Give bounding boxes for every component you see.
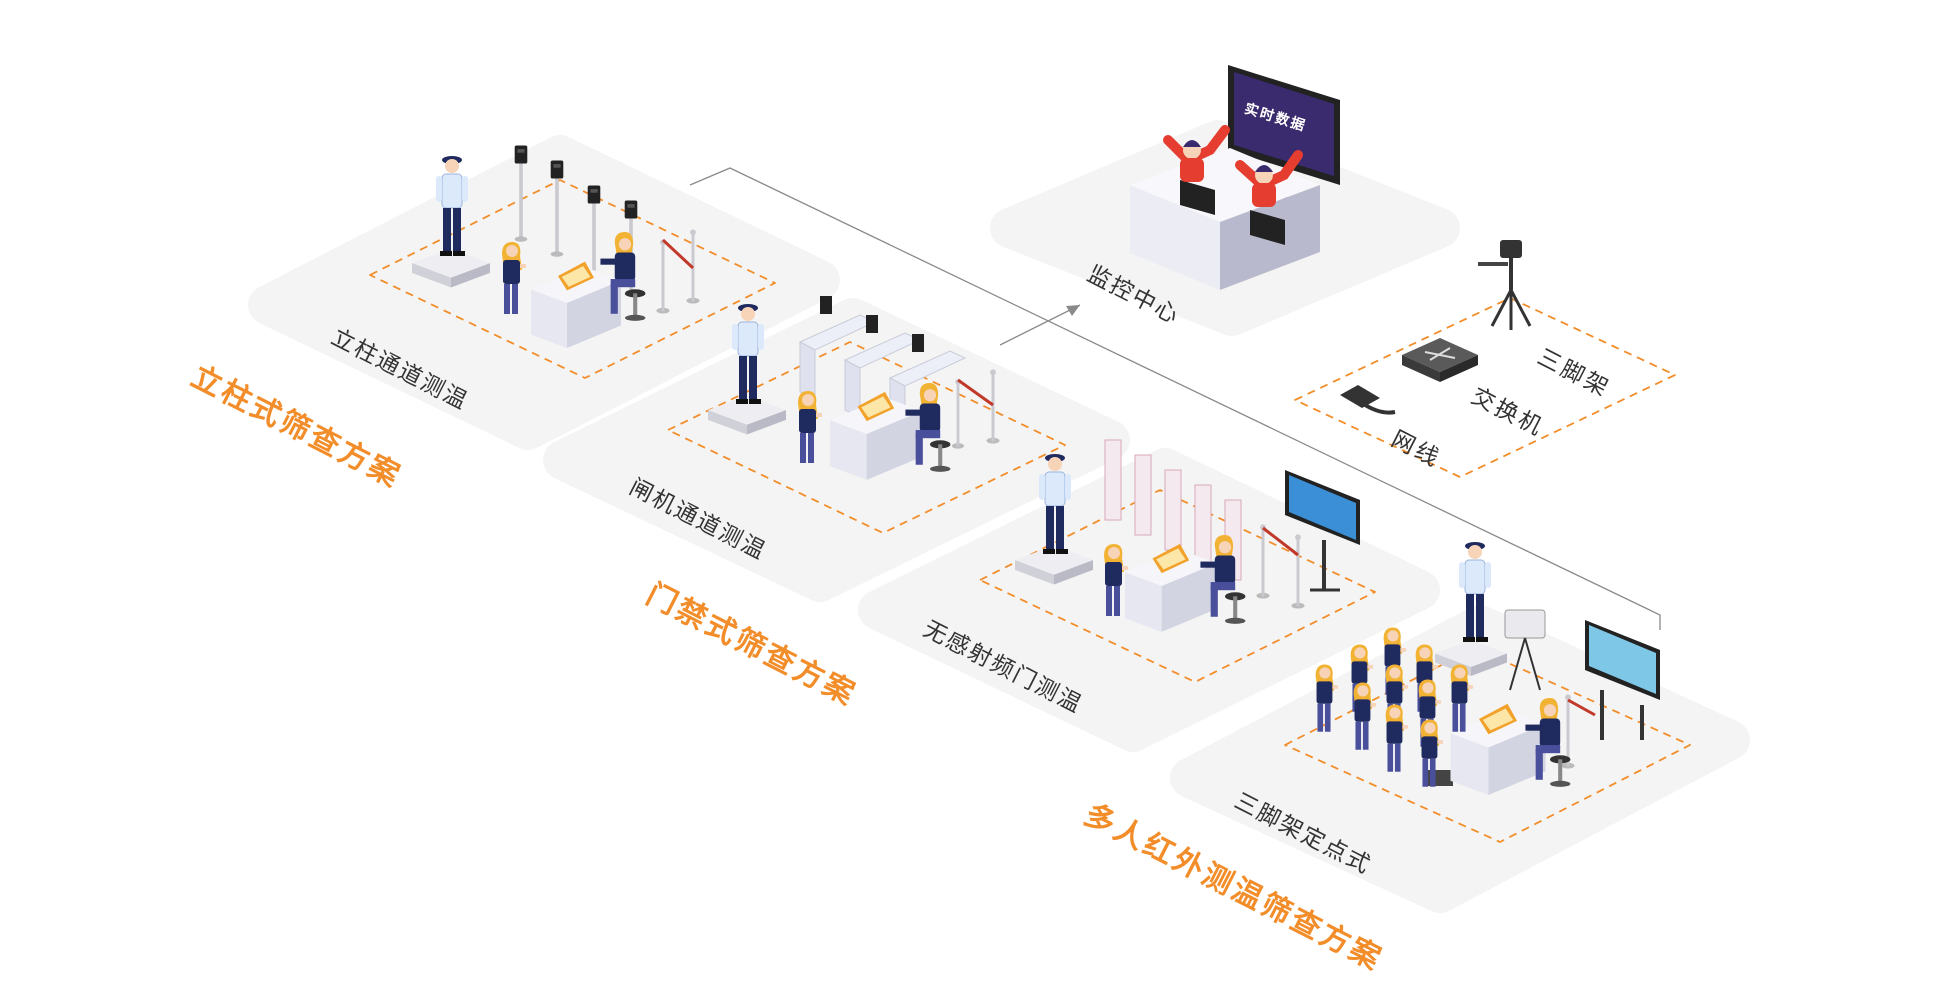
pillar-zone-equipment bbox=[412, 145, 700, 348]
gate-zone-equipment bbox=[708, 296, 1000, 480]
platform-equipment bbox=[1294, 297, 1676, 478]
monitor-center-equipment bbox=[1130, 65, 1340, 290]
rfid-zone-equipment bbox=[1015, 439, 1360, 632]
switch-icon bbox=[1402, 338, 1478, 382]
network-cable-icon bbox=[1340, 385, 1396, 415]
connector-lines bbox=[689, 167, 1661, 630]
tripod-zone-equipment bbox=[1425, 609, 1660, 795]
arrow-head-icon bbox=[1066, 305, 1080, 316]
tripod-icon bbox=[1478, 240, 1532, 330]
